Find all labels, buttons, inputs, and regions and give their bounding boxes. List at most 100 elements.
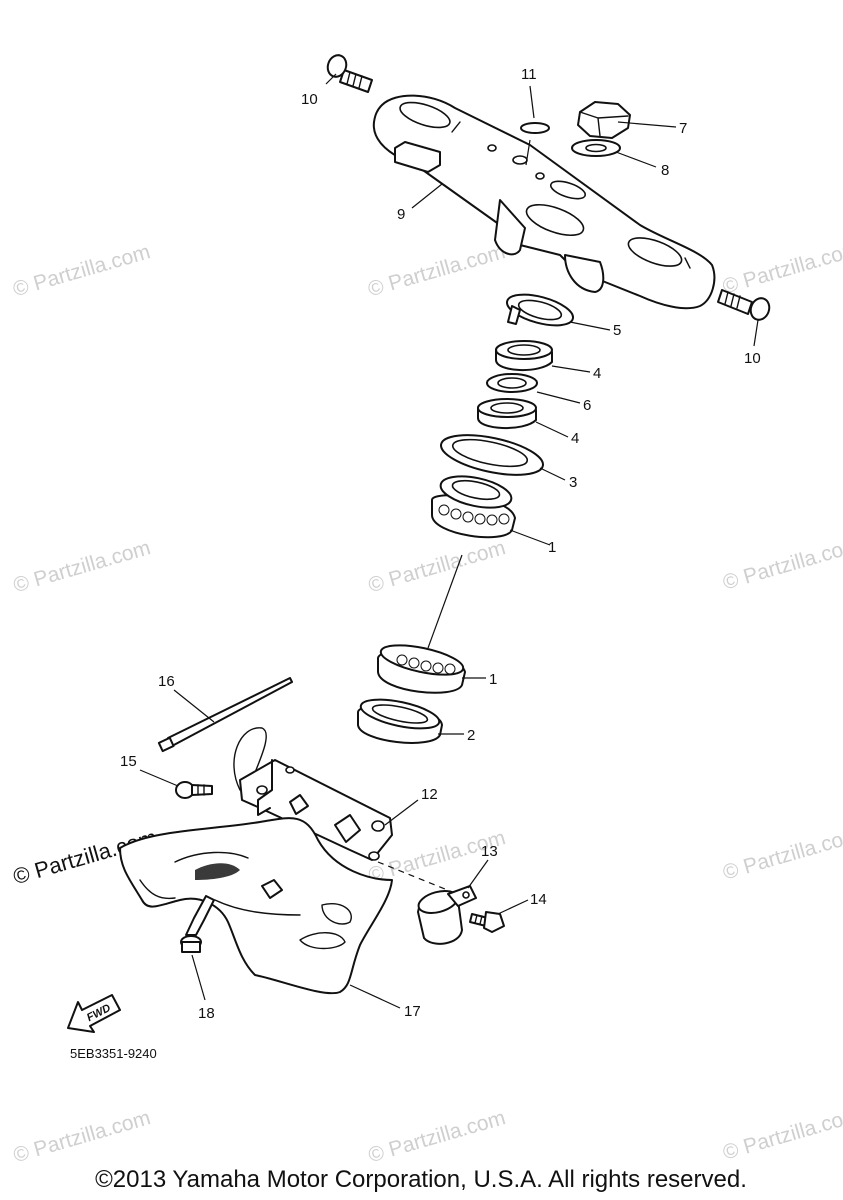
bolt-part-10-right [717,289,771,321]
watermark-text: © Partzilla.com [720,237,843,298]
seal-hole [371,704,429,724]
callout-11: 11 [521,66,537,83]
watermark-text: © Partzilla.com [720,823,843,884]
watermark-layer: © Partzilla.com © Partzilla.com © Partzi… [10,237,843,1167]
lock-washer-hole [517,299,563,321]
nut-edges [579,111,629,137]
watermark-text: © Partzilla.com [11,536,153,597]
callout-12: 12 [421,786,438,803]
bearing-ball [450,508,462,520]
bracket-wire-loop [233,727,267,791]
callout-13: 13 [481,843,498,860]
bracket-tab [289,794,309,815]
upper-bracket-lower-boss [564,254,605,293]
leader-line [569,321,611,331]
bolt-shank [185,895,215,936]
bracket-hole [368,851,380,861]
bearing-part-1-upper [431,475,516,539]
rubber-washer-hole [497,377,527,389]
fwd-arrow: FWD [67,994,121,1033]
upper-bracket-part-9 [372,94,716,310]
leader-line [753,319,759,347]
cover-contour [139,851,301,916]
bearing-ball [432,662,444,674]
callout-9: 9 [397,206,405,223]
upper-bracket-body [372,94,716,310]
watermark-text: © Partzilla.com [365,240,507,301]
nut-body [577,101,631,139]
leader-line [467,859,489,889]
lock-washer-tab [507,305,521,325]
leader-line [617,121,677,128]
bearing-ball [462,511,474,523]
fwd-arrow-shape [67,994,121,1033]
bearing-ball [420,660,432,672]
lock-washer-part-5 [505,293,575,327]
diagram-code: 5EB3351-9240 [70,1046,157,1061]
leader-lines [139,73,759,1009]
bracket-hole-mid [549,180,587,200]
bearing-ball [408,657,420,669]
bolt-head [181,941,201,953]
cover-clip [321,903,352,925]
copyright-text: ©2013 Yamaha Motor Corporation, U.S.A. A… [95,1166,747,1193]
bearing-cover-part-3 [440,434,544,476]
bearing-ball [438,504,450,516]
callout-6: 6 [583,397,591,414]
watermark-text: © Partzilla.com [10,240,152,301]
leader-line [139,769,179,787]
watermark-text: © Partzilla.com [11,1106,153,1167]
callout-10-right: 10 [744,350,761,367]
cover-body [119,817,393,995]
leader-line [535,421,569,438]
callout-14: 14 [530,891,547,908]
cover-slot [299,932,346,950]
bracket-slit-lines [451,121,691,269]
bracket-hole-right [627,237,683,267]
callout-3: 3 [569,474,577,491]
callout-labels: 1 1 2 3 4 4 5 6 7 8 9 10 10 11 12 13 14 … [120,66,761,1022]
leader-line [173,689,215,723]
leader-line [325,73,337,85]
bracket-hole-center [525,203,585,237]
callout-4-upper: 4 [593,365,601,382]
damper-tab-hole [462,891,470,899]
nut-part-7 [577,101,631,139]
plug-part-11 [520,122,550,134]
callout-7: 7 [679,120,687,137]
callout-18: 18 [198,1005,215,1022]
cable-tie-head [157,736,175,753]
ring-nut-hole [490,402,524,414]
callout-1-lower: 1 [489,671,497,688]
bolt-part-15 [175,781,213,799]
leader-line [191,954,206,1001]
leader-line [529,85,535,119]
ring-nut-hole [507,344,541,356]
callout-16: 16 [158,673,175,690]
watermark-text: © Partzilla.com [720,533,843,594]
watermark-text: © Partzilla.com [366,1106,508,1167]
leader-line [536,391,581,404]
bearing-ball [486,514,498,526]
cover-nut [261,879,283,899]
bolt-head [483,911,505,933]
ring-nut-part-4-upper [495,340,553,372]
ring-nut-part-4-lower [477,398,537,430]
damper-part-13 [417,885,477,945]
bolt-shank [191,784,213,796]
bolt-head [749,297,771,321]
bracket-small-hole [512,155,528,165]
upper-bracket-stem [494,199,526,256]
bracket-part-12 [233,727,393,861]
bearing-part-1-lower [377,644,466,694]
cover-shadow [195,863,240,880]
watermark-text: © Partzilla.com [720,1103,843,1164]
rubber-washer-part-6 [486,373,538,393]
leader-line [349,984,401,1009]
callout-8: 8 [661,162,669,179]
washer-hole [585,143,607,153]
callout-5: 5 [613,322,621,339]
callout-15: 15 [120,753,137,770]
bearing-cover-inner [451,438,529,468]
